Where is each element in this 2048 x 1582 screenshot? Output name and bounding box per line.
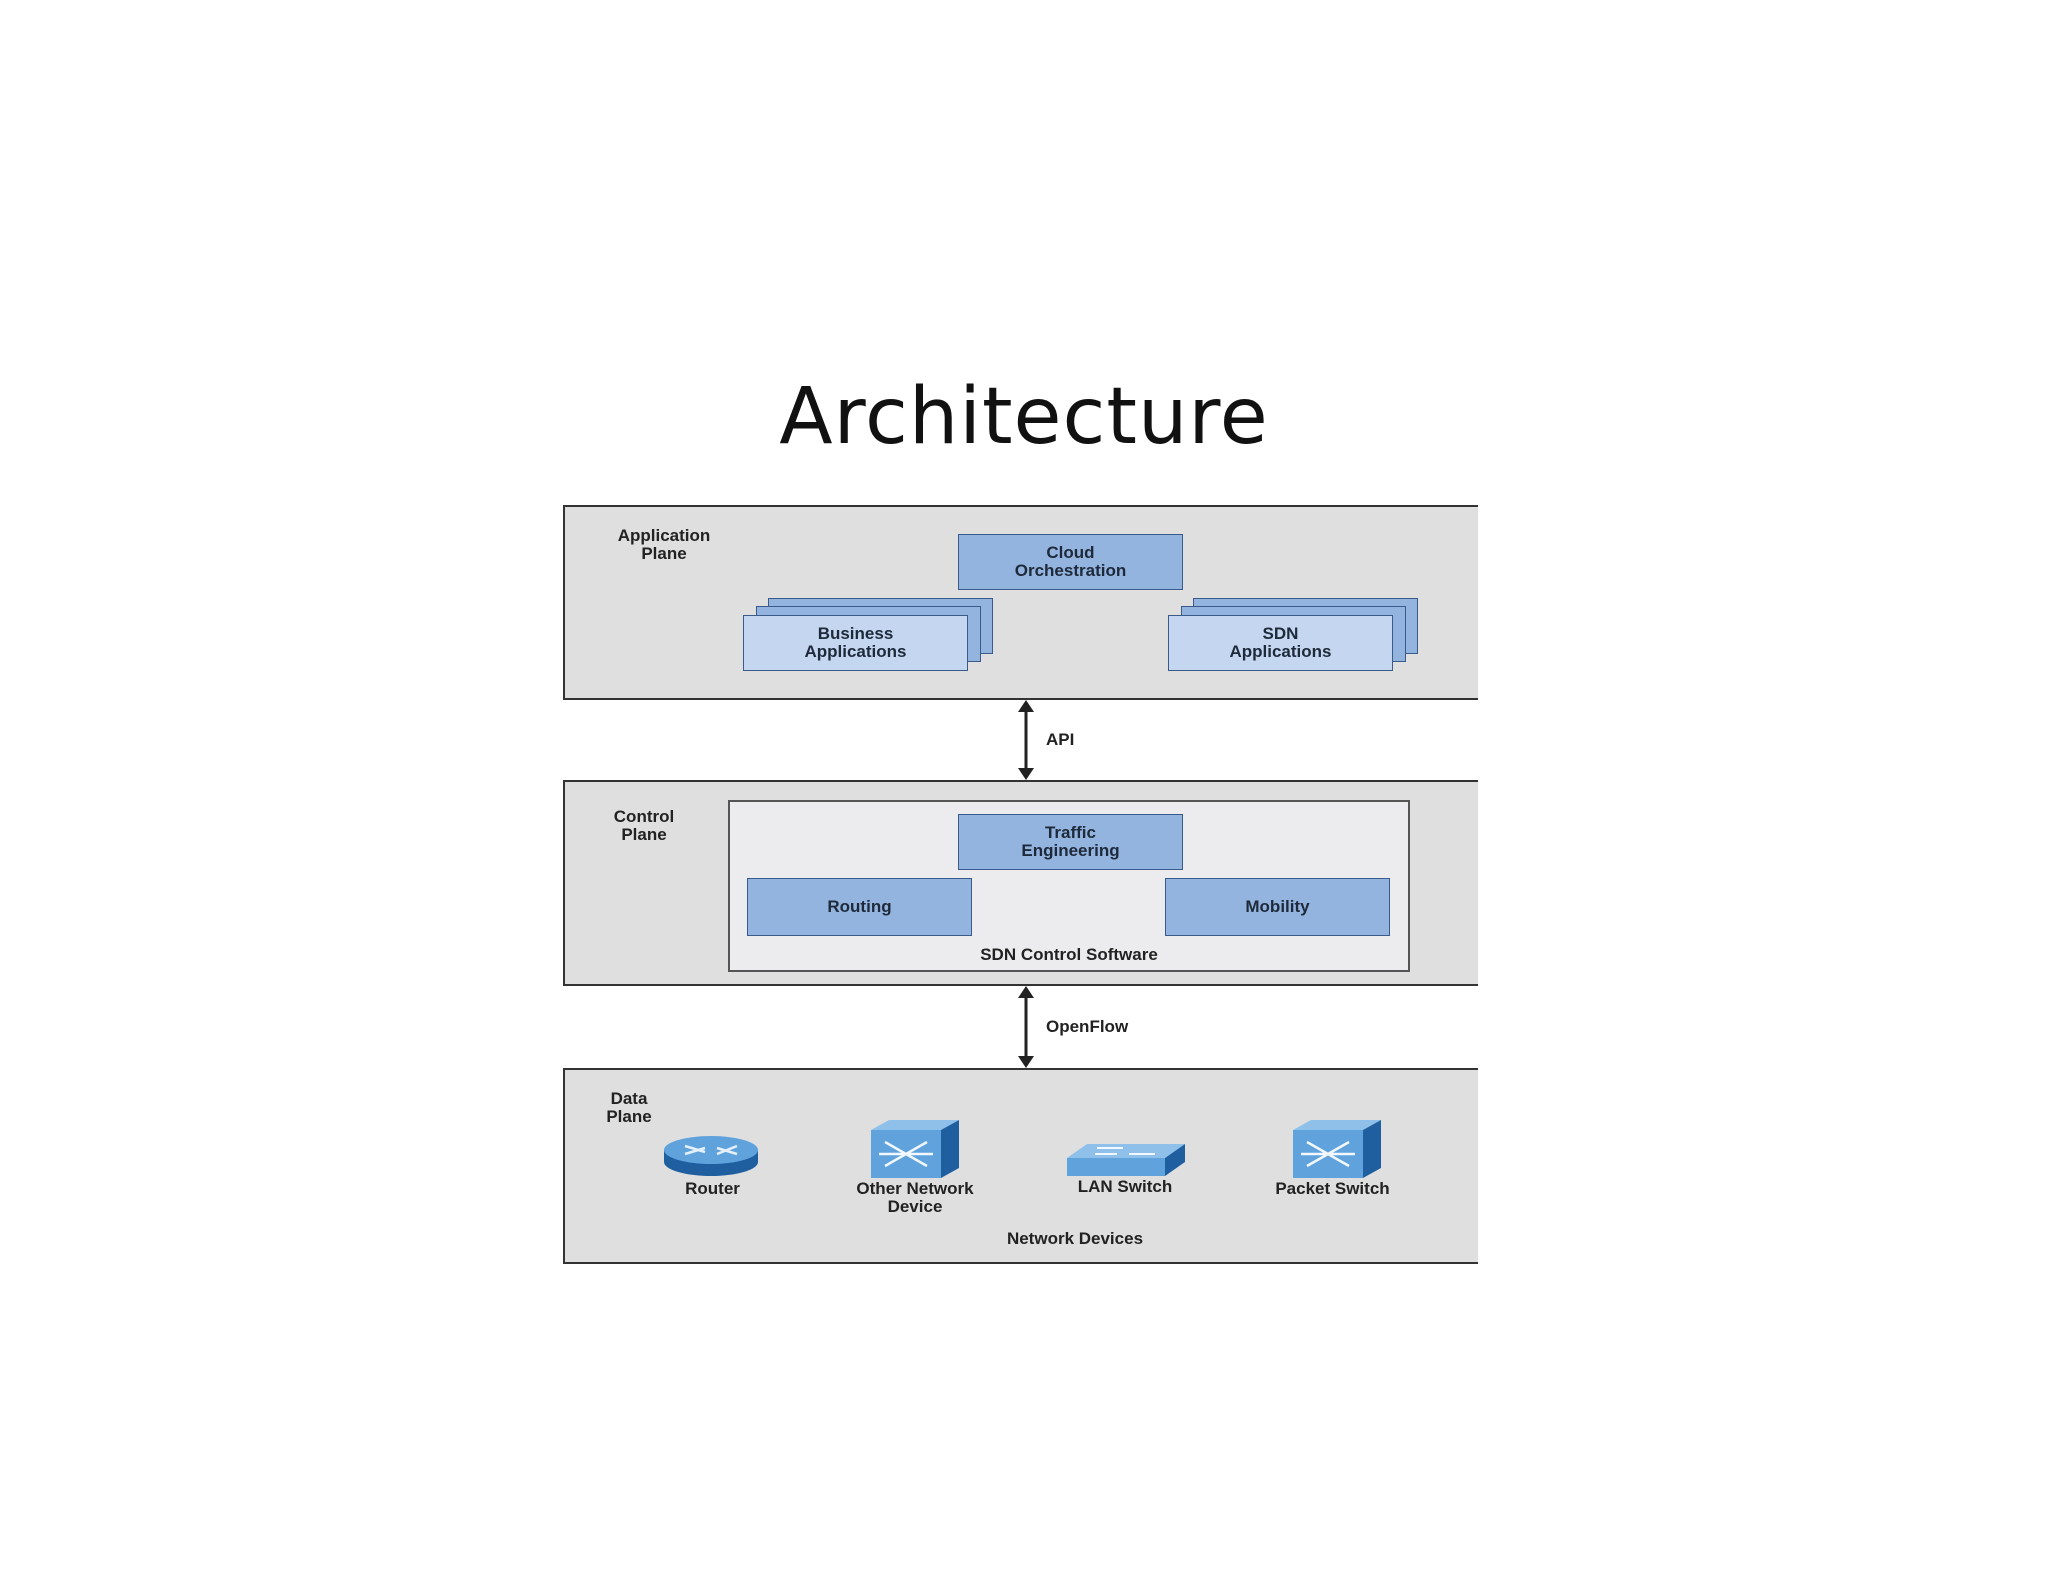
other-network-device-icon [871,1120,959,1178]
data-plane-label: Data Plane [606,1089,652,1126]
data-plane: Data Plane Router Other Network Device L… [563,1068,1478,1264]
routing-box: Routing [747,878,972,936]
router-icon [664,1136,758,1176]
openflow-label: OpenFlow [1046,1017,1129,1036]
sdn-control-software-frame: Traffic Engineering Routing Mobility SDN… [728,800,1410,972]
api-label: API [1046,730,1075,749]
packet-switch-label: Packet Switch [1275,1179,1390,1198]
lan-switch-label: LAN Switch [1077,1177,1173,1196]
application-plane: Application Plane Cloud Orchestration Bu… [563,505,1478,700]
lan-switch-icon [1067,1144,1185,1176]
mobility-box: Mobility [1165,878,1390,936]
other-network-device-label: Other Network Device [856,1179,974,1216]
packet-switch-icon [1293,1120,1381,1178]
openflow-arrow [1018,986,1034,1068]
page-title: Architecture [779,372,1269,462]
control-plane-label: Control Plane [613,807,675,844]
application-plane-label: Application Plane [617,526,711,563]
sdn-control-software-label: SDN Control Software [980,945,1158,964]
business-applications-box: Business Applications [743,615,968,671]
traffic-engineering-box: Traffic Engineering [958,814,1183,870]
router-label: Router [685,1179,740,1198]
network-devices-label: Network Devices [1006,1229,1144,1248]
sdn-applications-box: SDN Applications [1168,615,1393,671]
api-arrow [1018,700,1034,780]
control-plane: Control Plane Traffic Engineering Routin… [563,780,1478,986]
cloud-orchestration-box: Cloud Orchestration [958,534,1183,590]
